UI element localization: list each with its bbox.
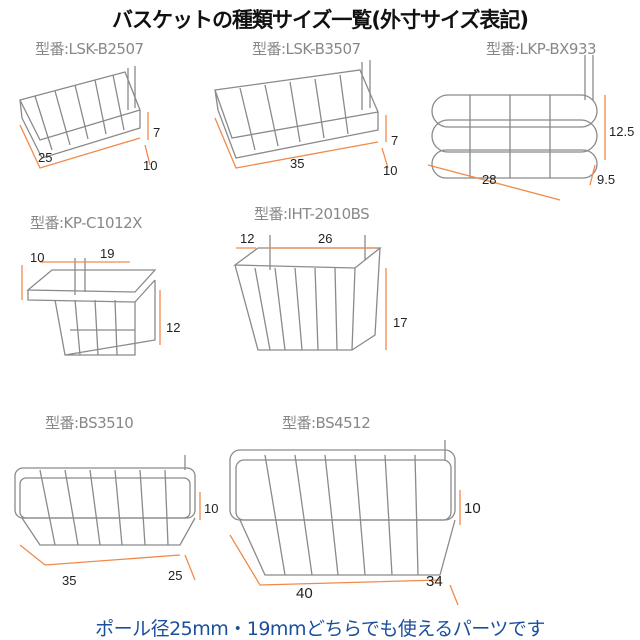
dimension-height: 12 bbox=[166, 320, 181, 335]
dimension-depth: 34 bbox=[426, 573, 443, 590]
basket-bs3510-image bbox=[14, 455, 201, 581]
footer-note: ポール径25mm・19mmどちらでも使えるパーツです bbox=[95, 618, 545, 640]
model-label: 型番:LSK-B2507 bbox=[35, 40, 144, 58]
dimension-height: 10 bbox=[204, 501, 219, 516]
dimension-height: 7 bbox=[391, 133, 399, 148]
model-label: 型番:LSK-B3507 bbox=[252, 40, 361, 58]
model-label: 型番:BS4512 bbox=[282, 414, 371, 432]
dimension-width: 26 bbox=[318, 231, 333, 246]
dimension-depth: 10 bbox=[143, 158, 158, 173]
dimension-width: 35 bbox=[62, 573, 77, 588]
dimension-width: 40 bbox=[296, 585, 313, 602]
model-label: 型番:BS3510 bbox=[45, 414, 134, 432]
basket-lkp-bx933-image bbox=[427, 55, 606, 201]
dimension-depth: 12 bbox=[240, 231, 255, 246]
dimension-depth: 10 bbox=[383, 163, 398, 178]
dimension-depth: 9.5 bbox=[597, 172, 616, 187]
page-title: バスケットの種類サイズ一覧(外寸サイズ表記) bbox=[112, 8, 529, 32]
dimension-height: 7 bbox=[153, 125, 161, 140]
dimension-height: 12.5 bbox=[609, 124, 635, 139]
model-label: 型番:KP-C1012X bbox=[30, 214, 142, 232]
dimension-width: 28 bbox=[482, 172, 497, 187]
dimension-width: 19 bbox=[100, 246, 115, 261]
dimension-width: 25 bbox=[38, 150, 53, 165]
basket-lsk-b3507-image bbox=[214, 60, 389, 169]
basket-iht-2010bs-image bbox=[233, 235, 387, 351]
basket-lsk-b2507-image bbox=[19, 66, 151, 169]
dimension-depth: 25 bbox=[168, 568, 183, 583]
dimension-width: 35 bbox=[290, 156, 305, 171]
dimension-depth: 10 bbox=[30, 250, 45, 265]
dimension-height: 17 bbox=[393, 315, 408, 330]
basket-kp-c1012x-image bbox=[21, 258, 161, 356]
basket-bs4512-image bbox=[229, 440, 461, 606]
dimension-height: 10 bbox=[464, 500, 481, 517]
model-label: 型番:IHT-2010BS bbox=[254, 205, 370, 223]
model-label: 型番:LKP-BX933 bbox=[486, 40, 597, 58]
